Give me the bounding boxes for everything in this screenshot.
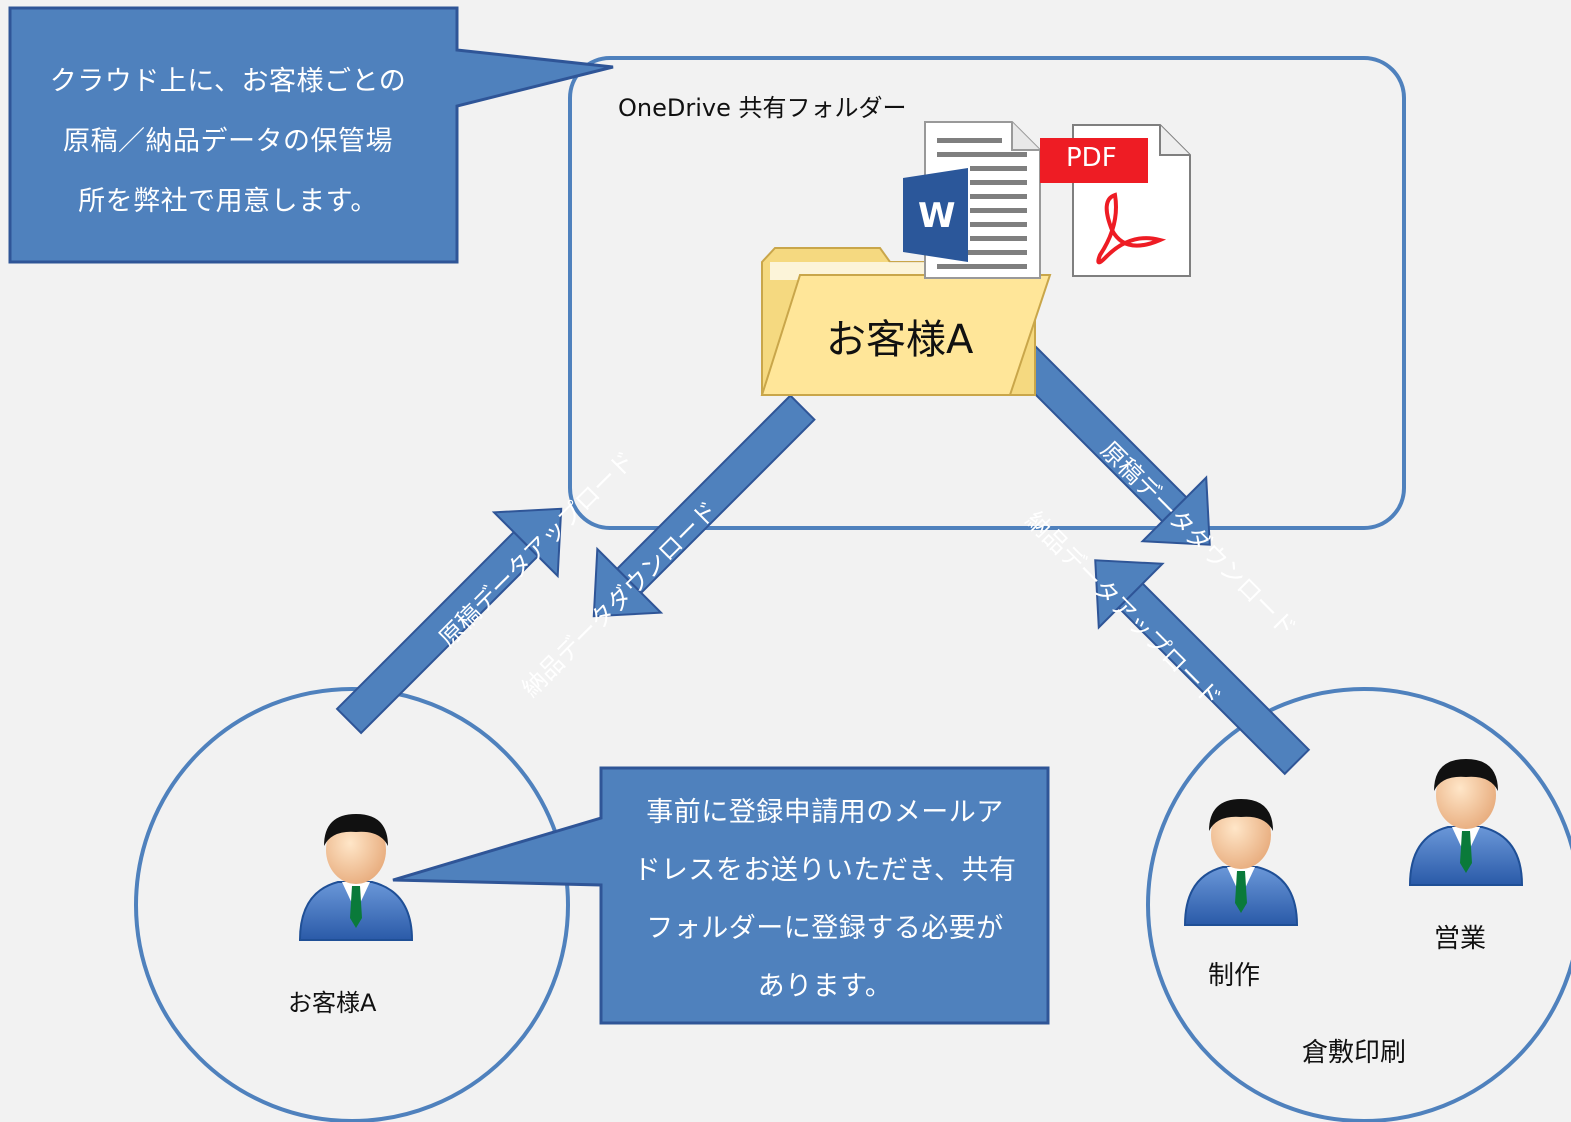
- printer-label: 倉敷印刷: [1302, 1038, 1407, 1068]
- cloud-title: OneDrive 共有フォルダー: [618, 94, 907, 122]
- customer-label: お客様A: [288, 989, 377, 1017]
- word-letter: W: [918, 196, 956, 236]
- person-icon-sales: [1409, 758, 1523, 886]
- top-callout: クラウド上に、お客様ごとの 原稿／納品データの保管場 所を弊社で用意します。: [18, 52, 438, 232]
- bottom-callout-line: 事前に登録申請用のメールア: [646, 797, 1004, 828]
- pdf-label: PDF: [1066, 143, 1117, 173]
- arrow-right-up: [1094, 559, 1311, 776]
- person-icon-production: [1184, 798, 1298, 926]
- production-label: 制作: [1208, 961, 1261, 991]
- top-callout-line: 所を弊社で用意します。: [78, 186, 378, 217]
- top-callout-shape: [8, 6, 614, 264]
- bottom-callout-line: ドレスをお送りいただき、共有: [633, 855, 1017, 886]
- bottom-callout-line: あります。: [757, 971, 893, 1002]
- bottom-callout: 事前に登録申請用のメールア ドレスをお送りいただき、共有 フォルダーに登録する必…: [610, 784, 1040, 1016]
- top-callout-line: クラウド上に、お客様ごとの: [49, 66, 407, 97]
- arrow-right-down: [991, 326, 1211, 546]
- cloud-region: [568, 56, 1406, 530]
- person-icon-customer: [299, 813, 413, 941]
- sales-label: 営業: [1434, 924, 1487, 954]
- printer-circle: [1146, 687, 1571, 1122]
- pdf-document-icon: [1040, 124, 1191, 277]
- folder-label: お客様A: [826, 317, 974, 363]
- arrow-left-down: [592, 394, 816, 618]
- bottom-callout-shape: [392, 766, 1050, 1025]
- arrow-left-up: [335, 507, 563, 735]
- customer-circle: [134, 687, 570, 1122]
- bottom-callout-line: フォルダーに登録する必要が: [646, 913, 1004, 944]
- top-callout-line: 原稿／納品データの保管場: [63, 126, 393, 157]
- word-document-icon: [903, 121, 1041, 279]
